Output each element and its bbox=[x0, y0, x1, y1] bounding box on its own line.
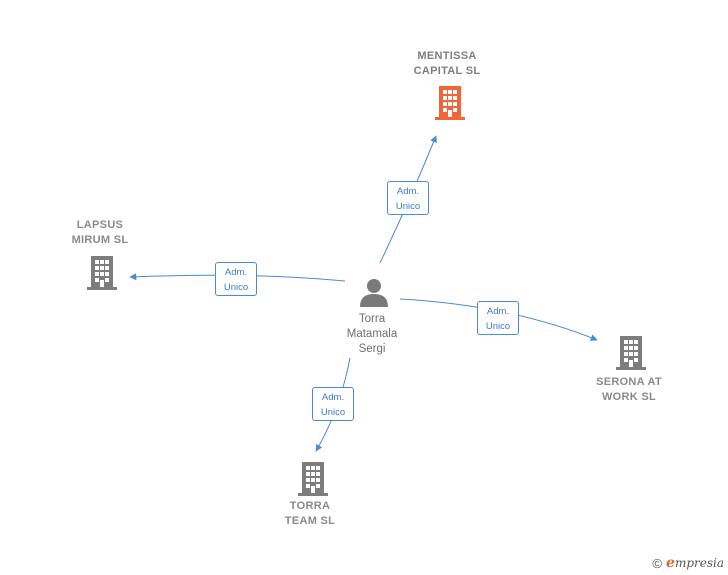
role-badge-mentissa[interactable]: Adm. Unico bbox=[387, 181, 429, 215]
building-icon[interactable] bbox=[615, 334, 647, 375]
company-name-mentissa[interactable]: MENTISSA CAPITAL SL bbox=[413, 50, 481, 77]
copyright-symbol: © bbox=[652, 555, 663, 571]
company-name-serona[interactable]: SERONA AT WORK SL bbox=[596, 376, 662, 403]
building-icon[interactable] bbox=[434, 84, 466, 125]
brand-watermark: © empresia bbox=[652, 555, 724, 571]
role-line1: Adm. bbox=[321, 392, 345, 403]
role-line1: Adm. bbox=[224, 267, 248, 278]
logo-initial: e bbox=[666, 555, 675, 571]
role-line2: Unico bbox=[485, 321, 511, 332]
role-badge-serona[interactable]: Adm. Unico bbox=[477, 301, 519, 335]
role-line1: Adm. bbox=[486, 306, 510, 317]
logo-rest: mpresia bbox=[674, 556, 724, 570]
empresia-logo[interactable]: empresia bbox=[666, 555, 724, 571]
role-badge-torra[interactable]: Adm. Unico bbox=[312, 387, 354, 421]
person-icon[interactable] bbox=[358, 277, 390, 312]
person-name[interactable]: Torra Matamala Sergi bbox=[346, 313, 398, 355]
company-name-lapsus[interactable]: LAPSUS MIRUM SL bbox=[71, 219, 129, 246]
building-icon[interactable] bbox=[297, 460, 329, 501]
role-line2: Unico bbox=[320, 407, 346, 418]
company-name-torra[interactable]: TORRA TEAM SL bbox=[284, 500, 336, 527]
role-line1: Adm. bbox=[396, 186, 420, 197]
role-line2: Unico bbox=[223, 282, 249, 293]
building-icon[interactable] bbox=[86, 254, 118, 295]
role-badge-lapsus[interactable]: Adm. Unico bbox=[215, 262, 257, 296]
role-line2: Unico bbox=[395, 201, 421, 212]
